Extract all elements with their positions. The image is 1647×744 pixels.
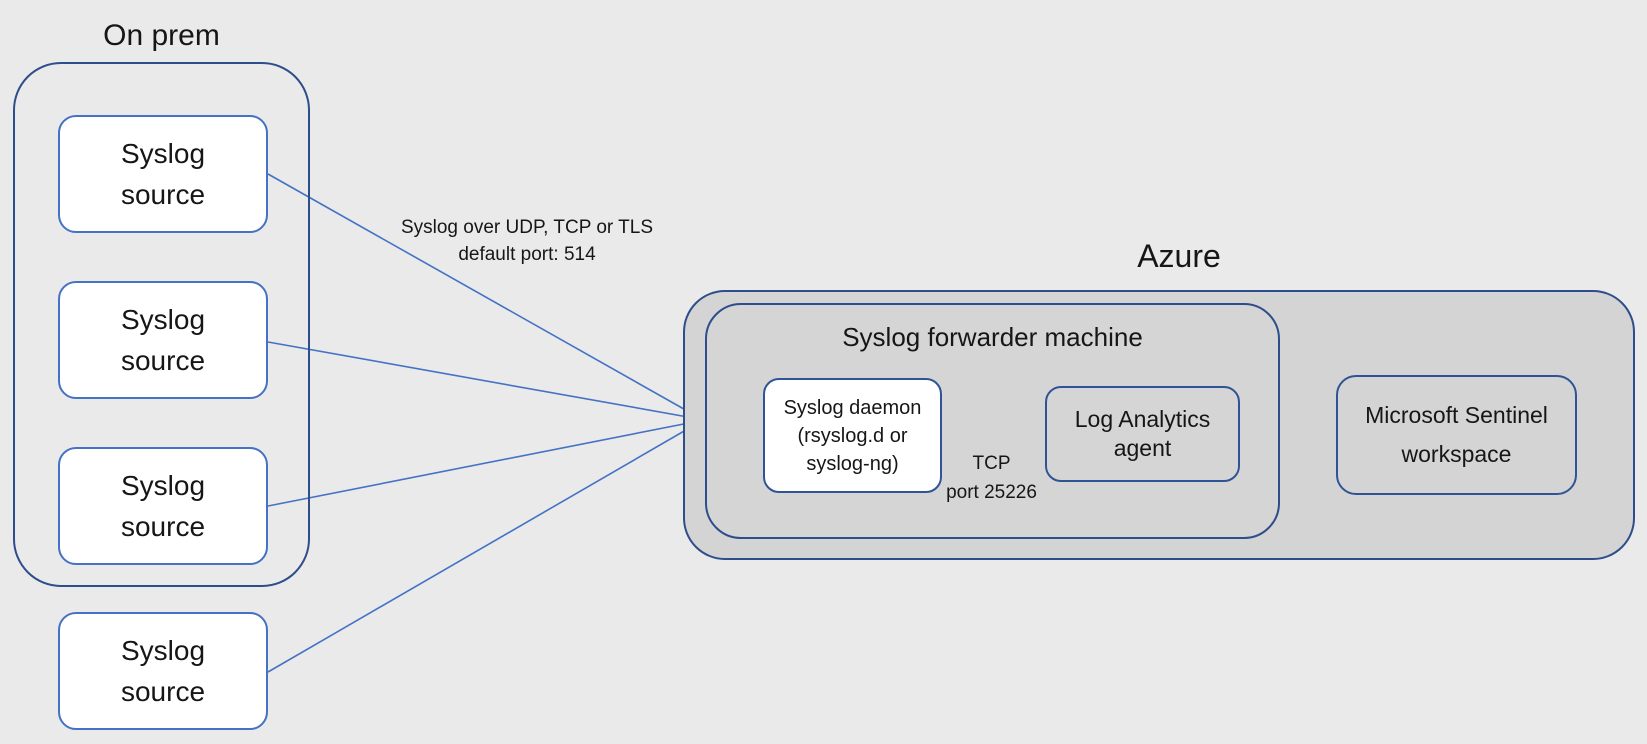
syslog-source-label: source <box>120 179 206 210</box>
syslog-daemon-label-line3: syslog-ng) <box>806 452 899 475</box>
source1-to-forwarder-line <box>267 173 699 418</box>
on-prem-title: On prem <box>103 19 220 52</box>
syslog-source-label: Syslog <box>120 635 206 666</box>
tcp-port-label-line1: TCP <box>972 453 1011 474</box>
on-prem-container <box>13 62 310 587</box>
microsoft-sentinel-workspace-box: Microsoft Sentinel workspace <box>1336 375 1577 495</box>
syslog-daemon-label-line2: (rsyslog.d or <box>797 424 908 447</box>
syslog-source-label: source <box>120 511 206 542</box>
source3-to-forwarder-line <box>267 418 700 507</box>
syslog-protocol-label-line2: default port: 514 <box>458 244 596 265</box>
log-analytics-agent-box: Log Analytics agent <box>1045 386 1240 482</box>
log-analytics-agent-label-line2: agent <box>1113 435 1172 461</box>
syslog-source-label: Syslog <box>120 138 206 169</box>
syslog-source-label: Syslog <box>120 470 206 501</box>
syslog-source-box-2: Syslog source <box>58 281 268 399</box>
source4-to-forwarder-line <box>267 422 699 673</box>
sentinel-workspace-label-line2: workspace <box>1401 441 1512 467</box>
sentinel-workspace-label-line1: Microsoft Sentinel <box>1365 402 1548 428</box>
tcp-port-label: TCP port 25226 <box>929 449 1054 507</box>
syslog-source-label: source <box>120 345 206 376</box>
syslog-daemon-box: Syslog daemon (rsyslog.d or syslog-ng) <box>763 378 942 493</box>
syslog-source-box-1: Syslog source <box>58 115 268 233</box>
syslog-daemon-label-line1: Syslog daemon <box>783 396 922 419</box>
azure-title: Azure <box>1137 238 1221 274</box>
syslog-forwarder-machine-title: Syslog forwarder machine <box>842 322 1143 352</box>
syslog-protocol-label: Syslog over UDP, TCP or TLS default port… <box>332 214 722 268</box>
syslog-protocol-label-line1: Syslog over UDP, TCP or TLS <box>400 217 654 238</box>
syslog-source-box-4: Syslog source <box>58 612 268 730</box>
source2-to-forwarder-line <box>267 341 700 422</box>
tcp-port-label-line2: port 25226 <box>946 482 1037 503</box>
syslog-source-label: Syslog <box>120 304 206 335</box>
log-analytics-agent-label-line1: Log Analytics <box>1074 406 1211 432</box>
syslog-source-label: source <box>120 676 206 707</box>
syslog-source-box-3: Syslog source <box>58 447 268 565</box>
